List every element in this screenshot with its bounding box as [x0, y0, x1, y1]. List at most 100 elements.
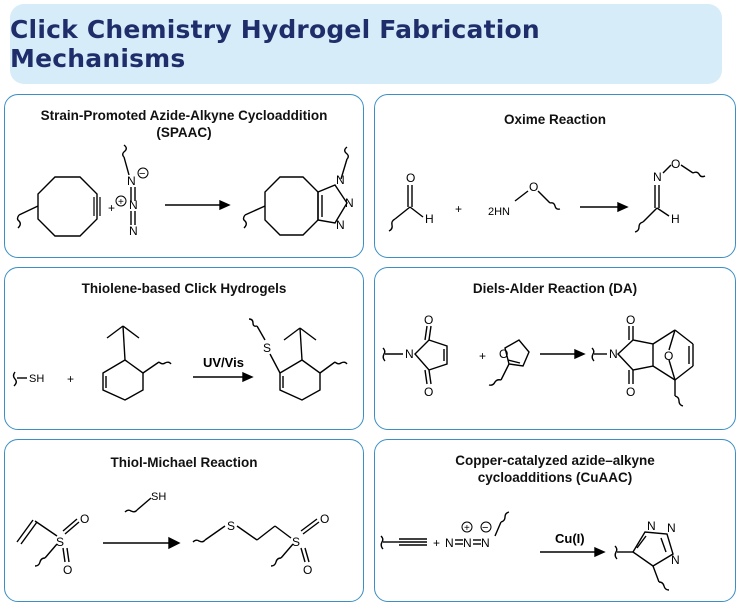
atom-o: O: [406, 171, 415, 185]
atom-n: N: [481, 536, 490, 550]
wavy-bond: [124, 509, 138, 513]
panel-diels-alder: Diels-Alder Reaction (DA): [374, 267, 736, 430]
amine-label: 2HN: [488, 206, 510, 218]
atom-s: S: [227, 519, 235, 533]
atom-h: H: [671, 212, 680, 226]
atom-o: O: [664, 349, 673, 363]
atom-n: N: [336, 218, 345, 232]
spaac-scheme: + N − N + N N N N: [16, 144, 354, 238]
wavy-bond: [388, 218, 396, 232]
atom-o: O: [529, 180, 538, 194]
panel-thiol-michael: Thiol-Michael Reaction S O O: [4, 439, 364, 602]
plus-sign: +: [108, 201, 115, 215]
norbornane-product: [279, 359, 321, 401]
panel-oxime: Oxime Reaction O H + 2HN O: [374, 94, 736, 258]
panel-cuaac: Copper-catalyzed azide–alkyne cycloaddit…: [374, 439, 736, 602]
wavy-bond: [614, 545, 618, 560]
atom-n: N: [336, 173, 345, 187]
atom-n: N: [445, 536, 454, 550]
atom-n: N: [129, 224, 138, 238]
atom-h: H: [425, 212, 434, 226]
atom-n: N: [671, 553, 680, 567]
atom-o: O: [63, 563, 72, 577]
wavy-bond: [270, 557, 282, 567]
plus-sign: +: [67, 372, 74, 386]
maleimide-ring: [414, 339, 448, 371]
oxime-scheme: O H + 2HN O H N O: [388, 157, 706, 233]
michael-scheme: S O O SH S S O O: [16, 491, 329, 577]
atom-o: O: [424, 385, 433, 399]
charge-plus: +: [118, 197, 124, 208]
wavy-bond: [248, 318, 258, 327]
catalyst-label: Cu(I): [555, 531, 585, 546]
atom-o: O: [626, 385, 635, 399]
wavy-bond: [658, 581, 670, 591]
wavy-bond: [158, 361, 172, 365]
atom-n: N: [647, 519, 656, 533]
wavy-bond: [334, 361, 348, 365]
panel-spaac-title: Strain-Promoted Azide-Alkyne Cycloadditi…: [40, 108, 328, 140]
atom-o: O: [499, 347, 508, 361]
charge-plus: +: [464, 523, 470, 534]
panel-da-title: Diels-Alder Reaction (DA): [472, 281, 638, 296]
wavy-bond: [674, 395, 684, 407]
atom-o: O: [320, 512, 329, 526]
norbornene-ring: [102, 359, 144, 401]
wavy-bond: [488, 379, 502, 386]
panel-spaac: Strain-Promoted Azide-Alkyne Cycloadditi…: [4, 94, 364, 258]
atom-n: N: [127, 174, 136, 188]
wavy-bond: [16, 214, 21, 229]
panel-thiolene: Thiolene-based Click Hydrogels: [4, 267, 364, 430]
atom-o: O: [626, 313, 635, 327]
wavy-bond: [192, 539, 206, 543]
wavy-bond: [382, 347, 386, 362]
atom-n: N: [667, 521, 676, 535]
cyclooctane-fused: [264, 176, 319, 236]
panel-thiolene-title: Thiolene-based Click Hydrogels: [81, 281, 287, 296]
atom-n: N: [345, 196, 354, 210]
cyclooctyne-ring: [37, 176, 98, 237]
atom-n: N: [609, 347, 618, 361]
atom-n: N: [653, 170, 662, 184]
page-title: Click Chemistry Hydrogel Fabrication Mec…: [10, 15, 540, 73]
atom-n: N: [405, 347, 414, 361]
triazole-ring: [317, 184, 348, 224]
plus-sign: +: [455, 202, 462, 216]
panel-michael-title: Thiol-Michael Reaction: [110, 455, 258, 470]
plus-sign: +: [433, 536, 440, 550]
thiol-sh: SH: [151, 491, 166, 503]
wavy-bond: [242, 214, 247, 229]
wavy-bond: [549, 202, 561, 210]
atom-o: O: [80, 512, 89, 526]
atom-s: S: [263, 341, 271, 355]
wavy-bond: [12, 371, 17, 387]
thiol-sh: SH: [29, 373, 44, 385]
cuaac-scheme: + N N N + − Cu(I) N N N: [380, 511, 680, 591]
wavy-bond: [344, 146, 349, 160]
uv-vis-label: UV/Vis: [203, 355, 244, 370]
atom-s: S: [56, 535, 64, 549]
wavy-bond: [122, 144, 127, 158]
charge-minus: −: [139, 168, 145, 180]
succinimide-ring: [617, 339, 654, 371]
charge-minus: −: [482, 522, 488, 534]
panel-oxime-title: Oxime Reaction: [503, 112, 607, 127]
furan-ring: [504, 339, 530, 367]
wavy-bond: [500, 511, 510, 523]
atom-s: S: [292, 535, 300, 549]
atom-o: O: [303, 563, 312, 577]
thiolene-scheme: SH + UV/Vis S: [12, 318, 348, 401]
wavy-bond: [380, 535, 384, 550]
atom-o: O: [424, 313, 433, 327]
panel-cuaac-title: Copper-catalyzed azide–alkyne cycloaddit…: [455, 453, 655, 485]
title-banner: Click Chemistry Hydrogel Fabrication Mec…: [10, 4, 722, 84]
atom-n: N: [463, 536, 472, 550]
plus-sign: +: [479, 349, 486, 363]
atom-o: O: [671, 157, 680, 171]
da-scheme: N O O + O N O O O: [382, 313, 694, 407]
wavy-bond: [692, 171, 706, 178]
wavy-bond: [34, 557, 46, 567]
wavy-bond: [634, 221, 644, 233]
triazole-product: [632, 531, 674, 567]
atom-n: N: [129, 198, 138, 212]
